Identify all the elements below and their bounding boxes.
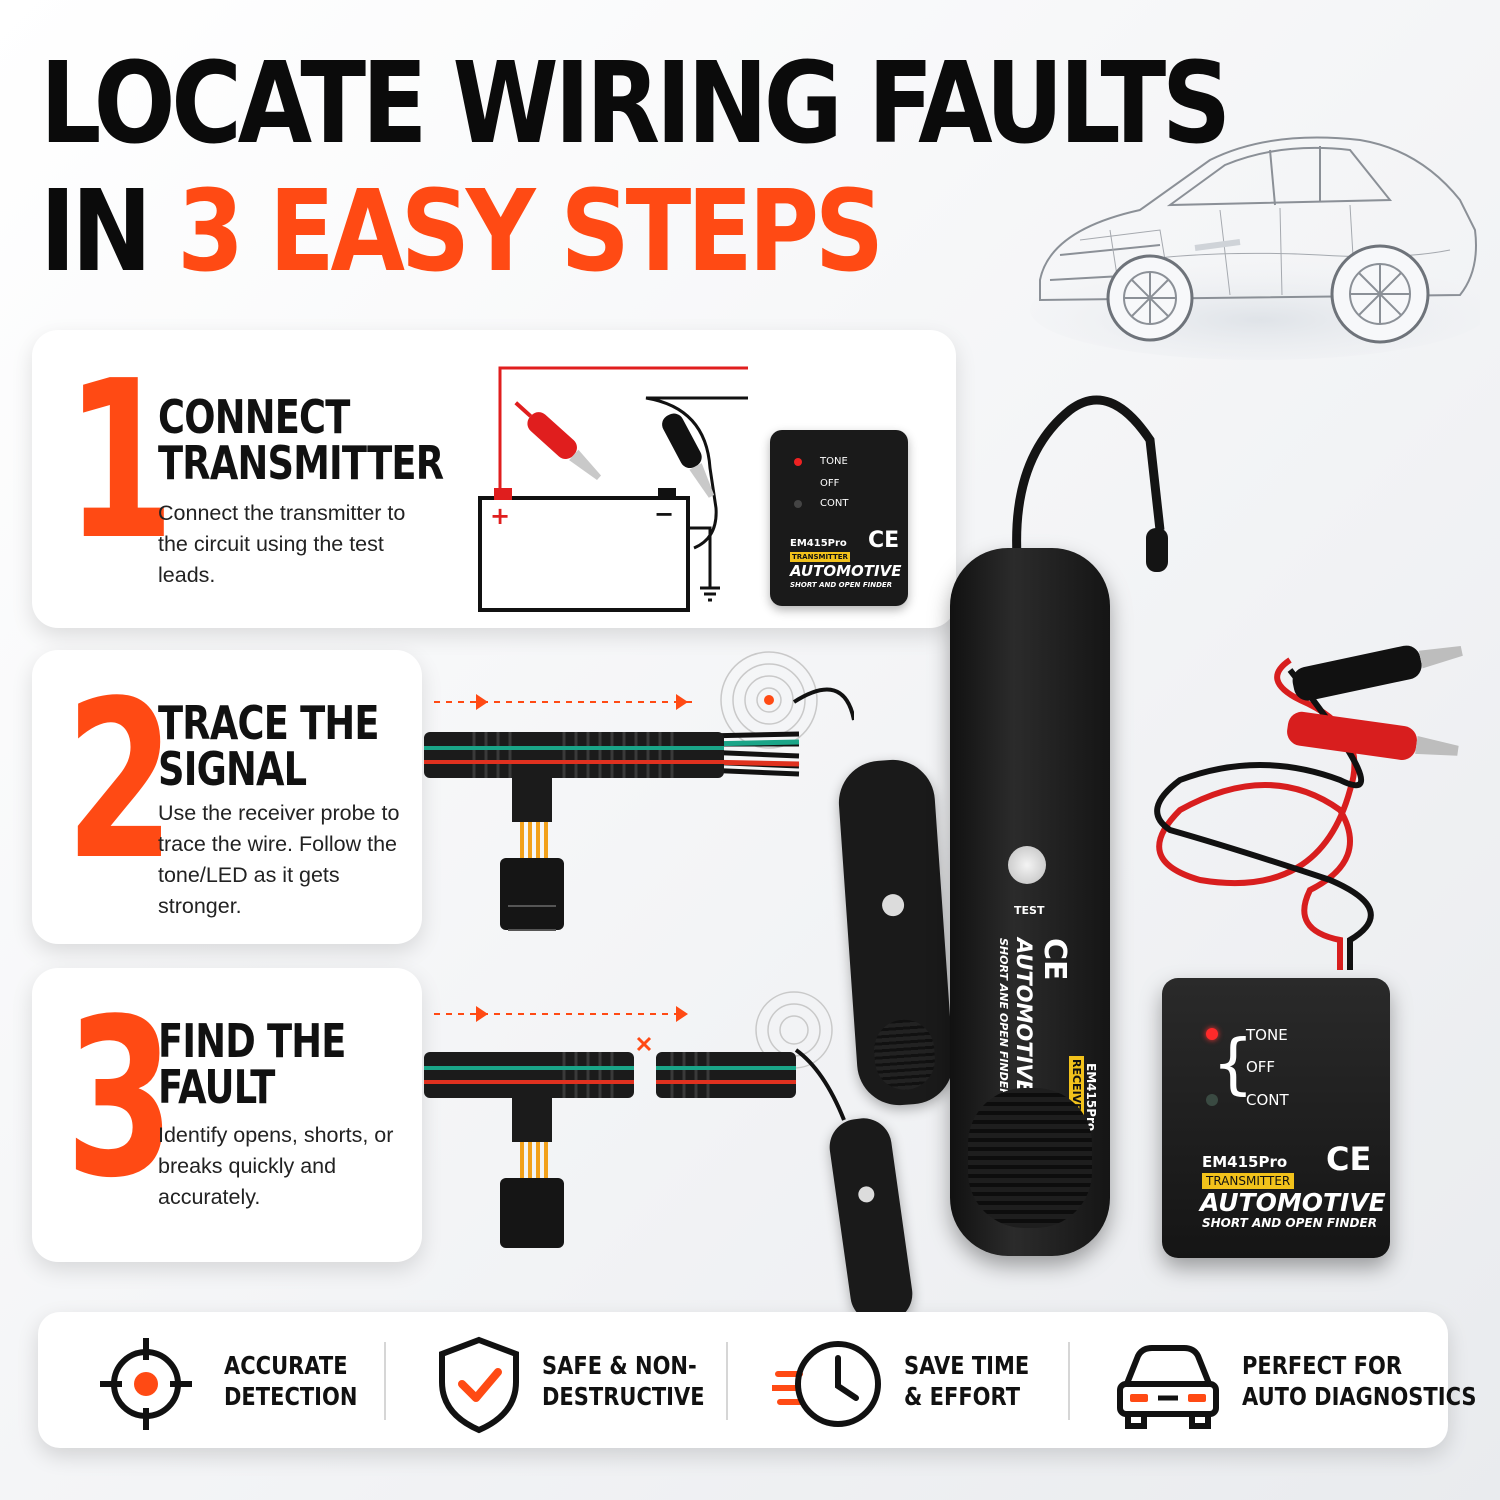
receiver-subtitle: SHORT ANE OPEN FINDER bbox=[997, 938, 1010, 1097]
battery-minus-sign: − bbox=[654, 500, 675, 528]
shield-check-icon bbox=[439, 1336, 519, 1434]
feature-divider bbox=[726, 1342, 728, 1420]
receiver-test-button[interactable] bbox=[1008, 846, 1046, 884]
feature-safe-non-destructive: SAFE & NON- DESTRUCTIVE bbox=[434, 1312, 734, 1448]
feature-accurate-detection: ACCURATE DETECTION bbox=[96, 1312, 396, 1448]
transmitter-large: { TONE OFF CONT EM415Pro TRANSMITTER CE … bbox=[1162, 978, 1390, 1258]
car-icon bbox=[1117, 1345, 1219, 1429]
large-ce-mark: CE bbox=[1326, 1140, 1372, 1178]
battery-plus-sign: + bbox=[490, 502, 511, 530]
step-2-number: 2 bbox=[65, 655, 175, 908]
step-2-title: TRACE THE SIGNAL bbox=[158, 696, 380, 796]
step-2-description: Use the receiver probe to trace the wire… bbox=[158, 801, 400, 918]
tone-led bbox=[794, 458, 802, 466]
large-transmitter-subtitle: SHORT AND OPEN FINDER bbox=[1202, 1216, 1377, 1230]
wireframe-car-image bbox=[1030, 136, 1480, 360]
battery-wiring-illustration bbox=[478, 366, 748, 612]
step-1-title-line-2: TRANSMITTER bbox=[158, 436, 444, 490]
receiver-speaker-grille bbox=[968, 1088, 1092, 1228]
features-bar: ACCURATE DETECTION SAFE & NON- DESTRUCTI… bbox=[38, 1312, 1477, 1448]
headline-line-1: LOCATE WIRING FAULTS bbox=[40, 39, 1231, 169]
feature-divider bbox=[1068, 1342, 1070, 1420]
receiver-gooseneck-probe bbox=[1012, 395, 1168, 572]
receiver-main: TEST CE AUTOMOTIVE SHORT ANE OPEN FINDER… bbox=[950, 548, 1110, 1256]
ce-mark: CE bbox=[868, 528, 900, 553]
receiver-brand: AUTOMOTIVE bbox=[1012, 938, 1036, 1095]
large-switch-tone-label: TONE bbox=[1246, 1026, 1288, 1044]
transmitter-test-leads bbox=[1154, 645, 1463, 970]
step-1-title-line-1: CONNECT bbox=[158, 390, 350, 444]
transmitter-subtitle: SHORT AND OPEN FINDER bbox=[790, 581, 893, 589]
feature-3-line-2: & EFFORT bbox=[904, 1382, 1021, 1411]
cont-led-large bbox=[1206, 1094, 1218, 1106]
step-3-title-line-1: FIND THE bbox=[158, 1014, 346, 1068]
receiver-test-label: TEST bbox=[1014, 904, 1045, 917]
step-1-card: 1 CONNECT TRANSMITTER Connect the transm… bbox=[32, 330, 956, 628]
feature-auto-diagnostics: PERFECT FOR AUTO DIAGNOSTICS bbox=[1116, 1312, 1477, 1448]
feature-divider bbox=[384, 1342, 386, 1420]
headline-prefix: IN bbox=[40, 167, 178, 297]
step-2-title-line-2: SIGNAL bbox=[158, 742, 307, 796]
step-1-number: 1 bbox=[65, 335, 175, 588]
feature-1-line-1: ACCURATE bbox=[224, 1351, 348, 1380]
transmitter-small: TONE OFF CONT EM415Pro TRANSMITTER CE AU… bbox=[770, 430, 908, 606]
switch-tone-label: TONE bbox=[820, 456, 848, 467]
tone-led-large bbox=[1206, 1028, 1218, 1040]
step-3-number: 3 bbox=[65, 973, 175, 1226]
test-button-small[interactable] bbox=[881, 893, 905, 917]
speaker-grille bbox=[872, 1017, 937, 1092]
feature-save-time: SAVE TIME & EFFORT bbox=[772, 1312, 1072, 1448]
feature-4-line-1: PERFECT FOR bbox=[1242, 1351, 1403, 1380]
clock-icon bbox=[772, 1341, 881, 1427]
step-2-title-line-1: TRACE THE bbox=[158, 696, 380, 750]
step-3-title-line-2: FAULT bbox=[158, 1060, 275, 1114]
transmitter-badge: TRANSMITTER bbox=[790, 552, 850, 562]
receiver-ce-mark: CE bbox=[1037, 938, 1072, 981]
feature-1-line-2: DETECTION bbox=[224, 1382, 358, 1411]
receiver-small-step3 bbox=[826, 1114, 916, 1327]
large-switch-off-label: OFF bbox=[1246, 1058, 1276, 1076]
harness-trace-illustration bbox=[424, 651, 854, 931]
headline: LOCATE WIRING FAULTS IN 3 EASY STEPS bbox=[40, 40, 1420, 296]
feature-2-line-2: DESTRUCTIVE bbox=[542, 1382, 705, 1411]
step-3-description: Identify opens, shorts, or breaks quickl… bbox=[158, 1123, 394, 1209]
feature-4-line-2: AUTO DIAGNOSTICS bbox=[1242, 1382, 1477, 1411]
large-transmitter-model: EM415Pro bbox=[1202, 1153, 1288, 1171]
step-2-card: 2 TRACE THE SIGNAL Use the receiver prob… bbox=[32, 650, 422, 944]
large-transmitter-brand: AUTOMOTIVE bbox=[1200, 1188, 1386, 1217]
receiver-small-step2 bbox=[836, 757, 956, 1108]
cont-led bbox=[794, 500, 802, 508]
step-1-description: Connect the transmitter to the circuit u… bbox=[158, 501, 406, 587]
crosshair-icon bbox=[100, 1338, 192, 1430]
harness-fault-illustration bbox=[424, 991, 846, 1248]
feature-3-line-1: SAVE TIME bbox=[904, 1351, 1030, 1380]
feature-2-line-1: SAFE & NON- bbox=[542, 1351, 697, 1380]
step-1-title: CONNECT TRANSMITTER bbox=[158, 390, 444, 490]
step-3-title: FIND THE FAULT bbox=[158, 1018, 346, 1110]
brace-glyph: { bbox=[1212, 1025, 1254, 1102]
large-switch-cont-label: CONT bbox=[1246, 1091, 1289, 1109]
test-button-tiny[interactable] bbox=[857, 1185, 876, 1204]
transmitter-brand: AUTOMOTIVE bbox=[790, 562, 902, 580]
step-3-card: 3 FIND THE FAULT Identify opens, shorts,… bbox=[32, 968, 422, 1262]
transmitter-model: EM415Pro bbox=[790, 538, 847, 549]
headline-line-2: IN 3 EASY STEPS bbox=[40, 168, 1227, 296]
switch-cont-label: CONT bbox=[820, 498, 849, 509]
large-transmitter-badge: TRANSMITTER bbox=[1202, 1173, 1295, 1189]
switch-off-label: OFF bbox=[820, 478, 840, 489]
headline-accent: 3 EASY STEPS bbox=[177, 167, 884, 297]
